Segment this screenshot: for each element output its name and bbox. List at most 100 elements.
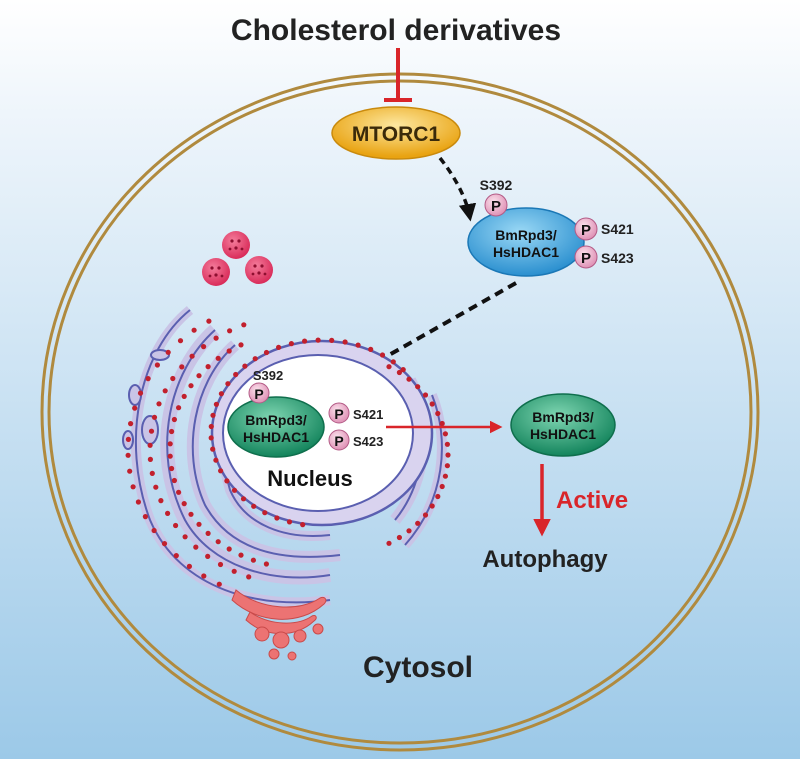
ribosome-dot [218,468,224,474]
site-label-s421: S421 [601,221,634,237]
ribosome-dot [242,363,248,369]
ribosome-dot [422,512,429,518]
ribosome-dot [205,530,211,537]
ribosome-dot [329,337,335,343]
ribosome-dot [227,328,233,334]
ribosome-dot [149,470,155,476]
mtorc1-label: MTORC1 [352,123,441,146]
ribosome-dot [132,405,138,411]
svg-text:P: P [581,222,591,239]
ribosome-dot [145,376,151,382]
inhibition-arrow [384,48,412,102]
ribosome-dot [173,522,179,529]
ribosome-dot [429,401,435,407]
ribosome-dot [189,353,195,359]
ribosome-dot [161,541,168,547]
ribosome-dot [241,322,247,328]
ribosome-dot [165,349,171,355]
ribosome-dot [182,534,188,540]
vesicle-icon [202,258,230,286]
ribosome-dot [130,484,136,490]
golgi-apparatus [231,589,327,661]
phospho-icon: P [574,217,598,241]
mtorc1-node: MTORC1 [331,106,461,160]
ribosome-dot [205,553,211,560]
ribosome-dot [208,423,214,430]
ribosome-dot [181,501,187,507]
ribosome-dot [215,355,221,361]
ribosome-dot [445,452,451,458]
ribosome-dot [250,557,256,563]
ribosome-dot [225,381,231,387]
ribosome-dot [176,489,182,495]
vesicle-cluster [202,231,273,286]
ribosome-dot [435,493,441,500]
ribosome-dot [167,441,173,447]
ribosome-dot [263,561,269,567]
ribosome-dot [186,563,192,570]
ribosome-dot [191,327,197,333]
nuclear-complex-name-line2: HsHDAC1 [243,429,309,445]
ribosome-dot [442,431,448,437]
ribosome-dot [238,342,244,348]
svg-text:P: P [581,250,591,267]
cyto-complex-name-line1: BmRpd3/ [495,227,557,243]
ribosome-dot [206,318,212,324]
active-complex-name-line2: HsHDAC1 [530,426,596,442]
ribosome-dot [386,364,392,370]
ribosome-dot [196,521,202,527]
ribosome-dot [135,499,141,505]
ribosome-dot [148,428,155,434]
ribosome-dot [218,391,224,397]
nuclear-site-label-s421: S421 [353,407,383,422]
ribosome-dot [210,446,216,452]
ribosome-dot [216,581,222,587]
autophagy-label: Autophagy [482,546,608,573]
ribosome-dot [137,390,144,396]
site-label-s392: S392 [480,177,513,193]
ribosome-dot [158,498,164,504]
ribosome-dot [188,511,194,517]
ribosome-dot [286,519,293,525]
ribosome-dot [151,527,157,534]
ribosome-dot [251,503,257,509]
ribosome-dot [213,401,219,407]
svg-text:P: P [491,198,501,215]
cytoplasmic-complex: BmRpd3/ HsHDAC1 P S392 P S421 P S423 [467,177,634,277]
site-label-s423: S423 [601,250,634,266]
ribosome-dot [274,515,280,521]
ribosome-dot [355,342,361,348]
ribosome-dot [400,367,406,373]
cyto-complex-name-line2: HsHDAC1 [493,244,559,260]
ribosome-dot [213,335,219,341]
ribosome-dot [169,465,175,472]
ribosome-dot [208,435,214,441]
ribosome-dot [415,384,421,390]
nuclear-site-label-s392: S392 [253,368,283,383]
diagram-title: Cholesterol derivatives [231,14,561,47]
phosphorylation-arrow [438,156,477,222]
ribosome-dot [406,528,412,534]
ribosome-dot [302,338,308,344]
ribosome-dot [213,457,219,463]
active-complex: BmRpd3/ HsHDAC1 [510,393,616,457]
ribosome-dot [439,483,445,490]
nucleus-label: Nucleus [267,466,353,491]
active-complex-name-line1: BmRpd3/ [532,409,594,425]
ribosome-dot [444,441,450,447]
ribosome-dot [125,436,131,442]
ribosome-dot [342,339,348,345]
ribosome-dot [224,478,230,484]
ribosome-dot [226,348,232,354]
ribosome-dot [262,510,268,516]
ribosome-dot [171,416,177,423]
vesicle-icon [222,231,250,259]
ribosome-dot [396,369,402,376]
svg-text:P: P [334,433,343,449]
ribosome-dot [442,473,448,479]
ribosome-dot [444,463,450,469]
ribosome-dot [147,442,153,448]
ribosome-dot [179,364,185,370]
ribosome-dot [217,561,224,568]
ribosome-dot [215,539,221,545]
